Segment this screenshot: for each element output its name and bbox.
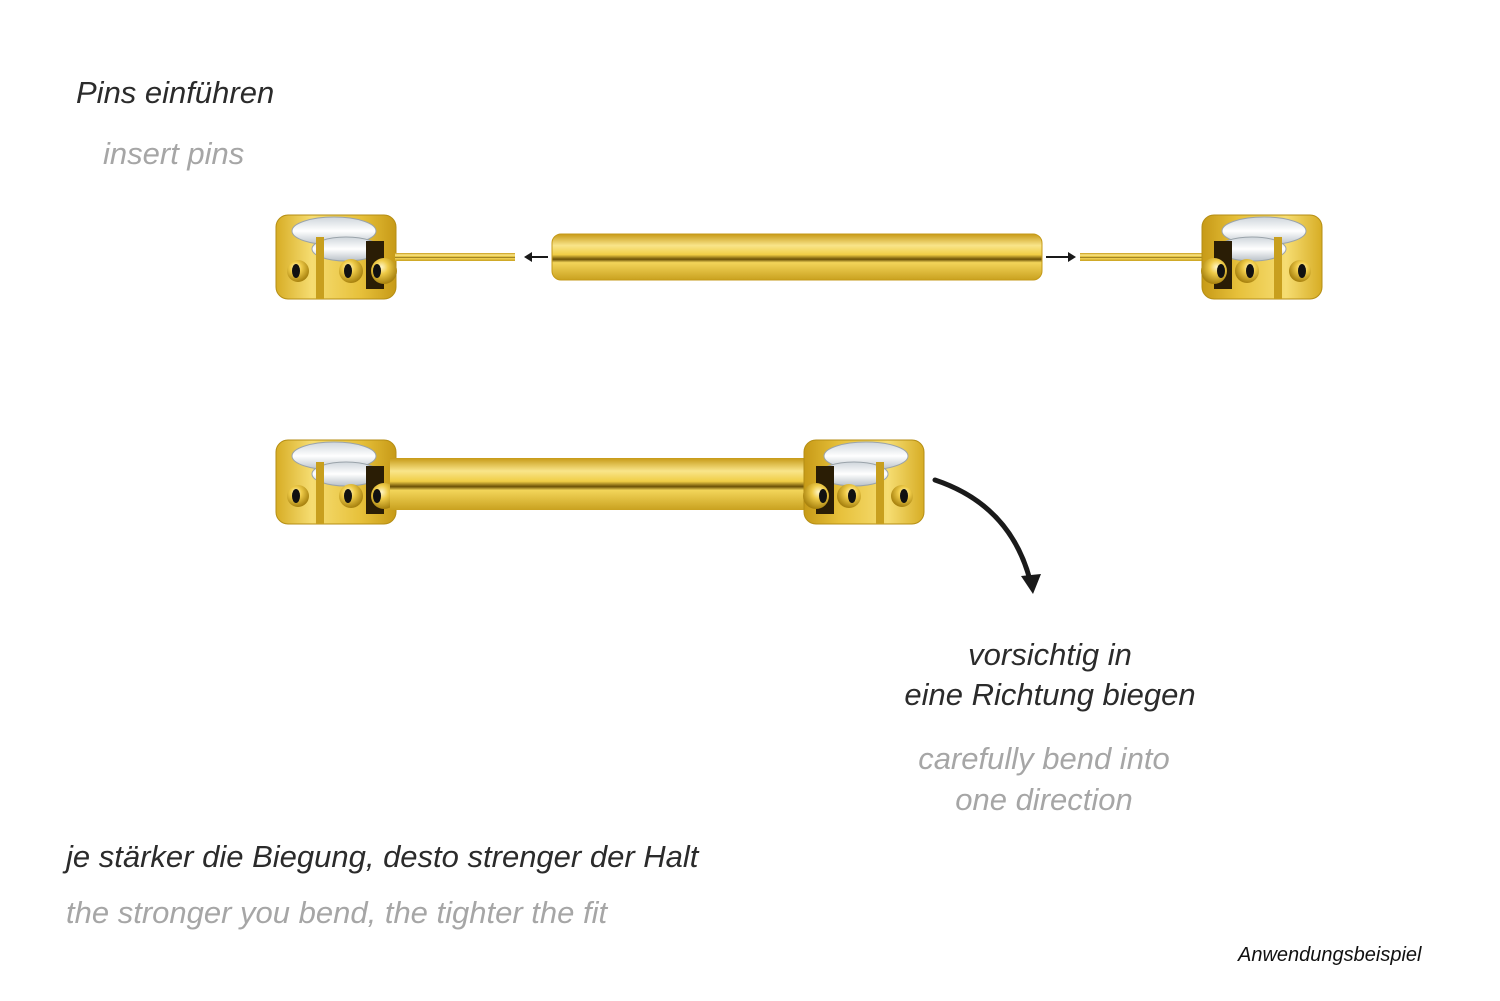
assembled-left-gem-head: [275, 439, 398, 525]
step1-title-en: insert pins: [103, 136, 245, 171]
assembled-bar: [390, 458, 830, 510]
barbell-bar: [551, 233, 1043, 281]
step1-title-de: Pins einführen: [76, 75, 275, 110]
note-text-en: the stronger you bend, the tighter the f…: [66, 895, 608, 930]
left-gem-head: [275, 214, 398, 300]
step2-line1-de: vorsichtig in: [968, 637, 1132, 672]
arrow-left-icon: [524, 252, 548, 262]
left-pin: [395, 253, 515, 261]
step2-line1-en: carefully bend into: [918, 741, 1170, 776]
curved-arrow-down-icon: [932, 477, 1041, 594]
arrow-right-icon: [1046, 252, 1076, 262]
right-gem-head: [1200, 214, 1323, 300]
note-text-de: je stärker die Biegung, desto strenger d…: [66, 839, 699, 874]
step2-line2-en: one direction: [955, 782, 1133, 817]
assembled-right-gem-head: [802, 439, 925, 525]
footer-label: Anwendungsbeispiel: [1238, 944, 1422, 966]
right-pin: [1080, 253, 1210, 261]
step2-line2-de: eine Richtung biegen: [904, 677, 1196, 712]
